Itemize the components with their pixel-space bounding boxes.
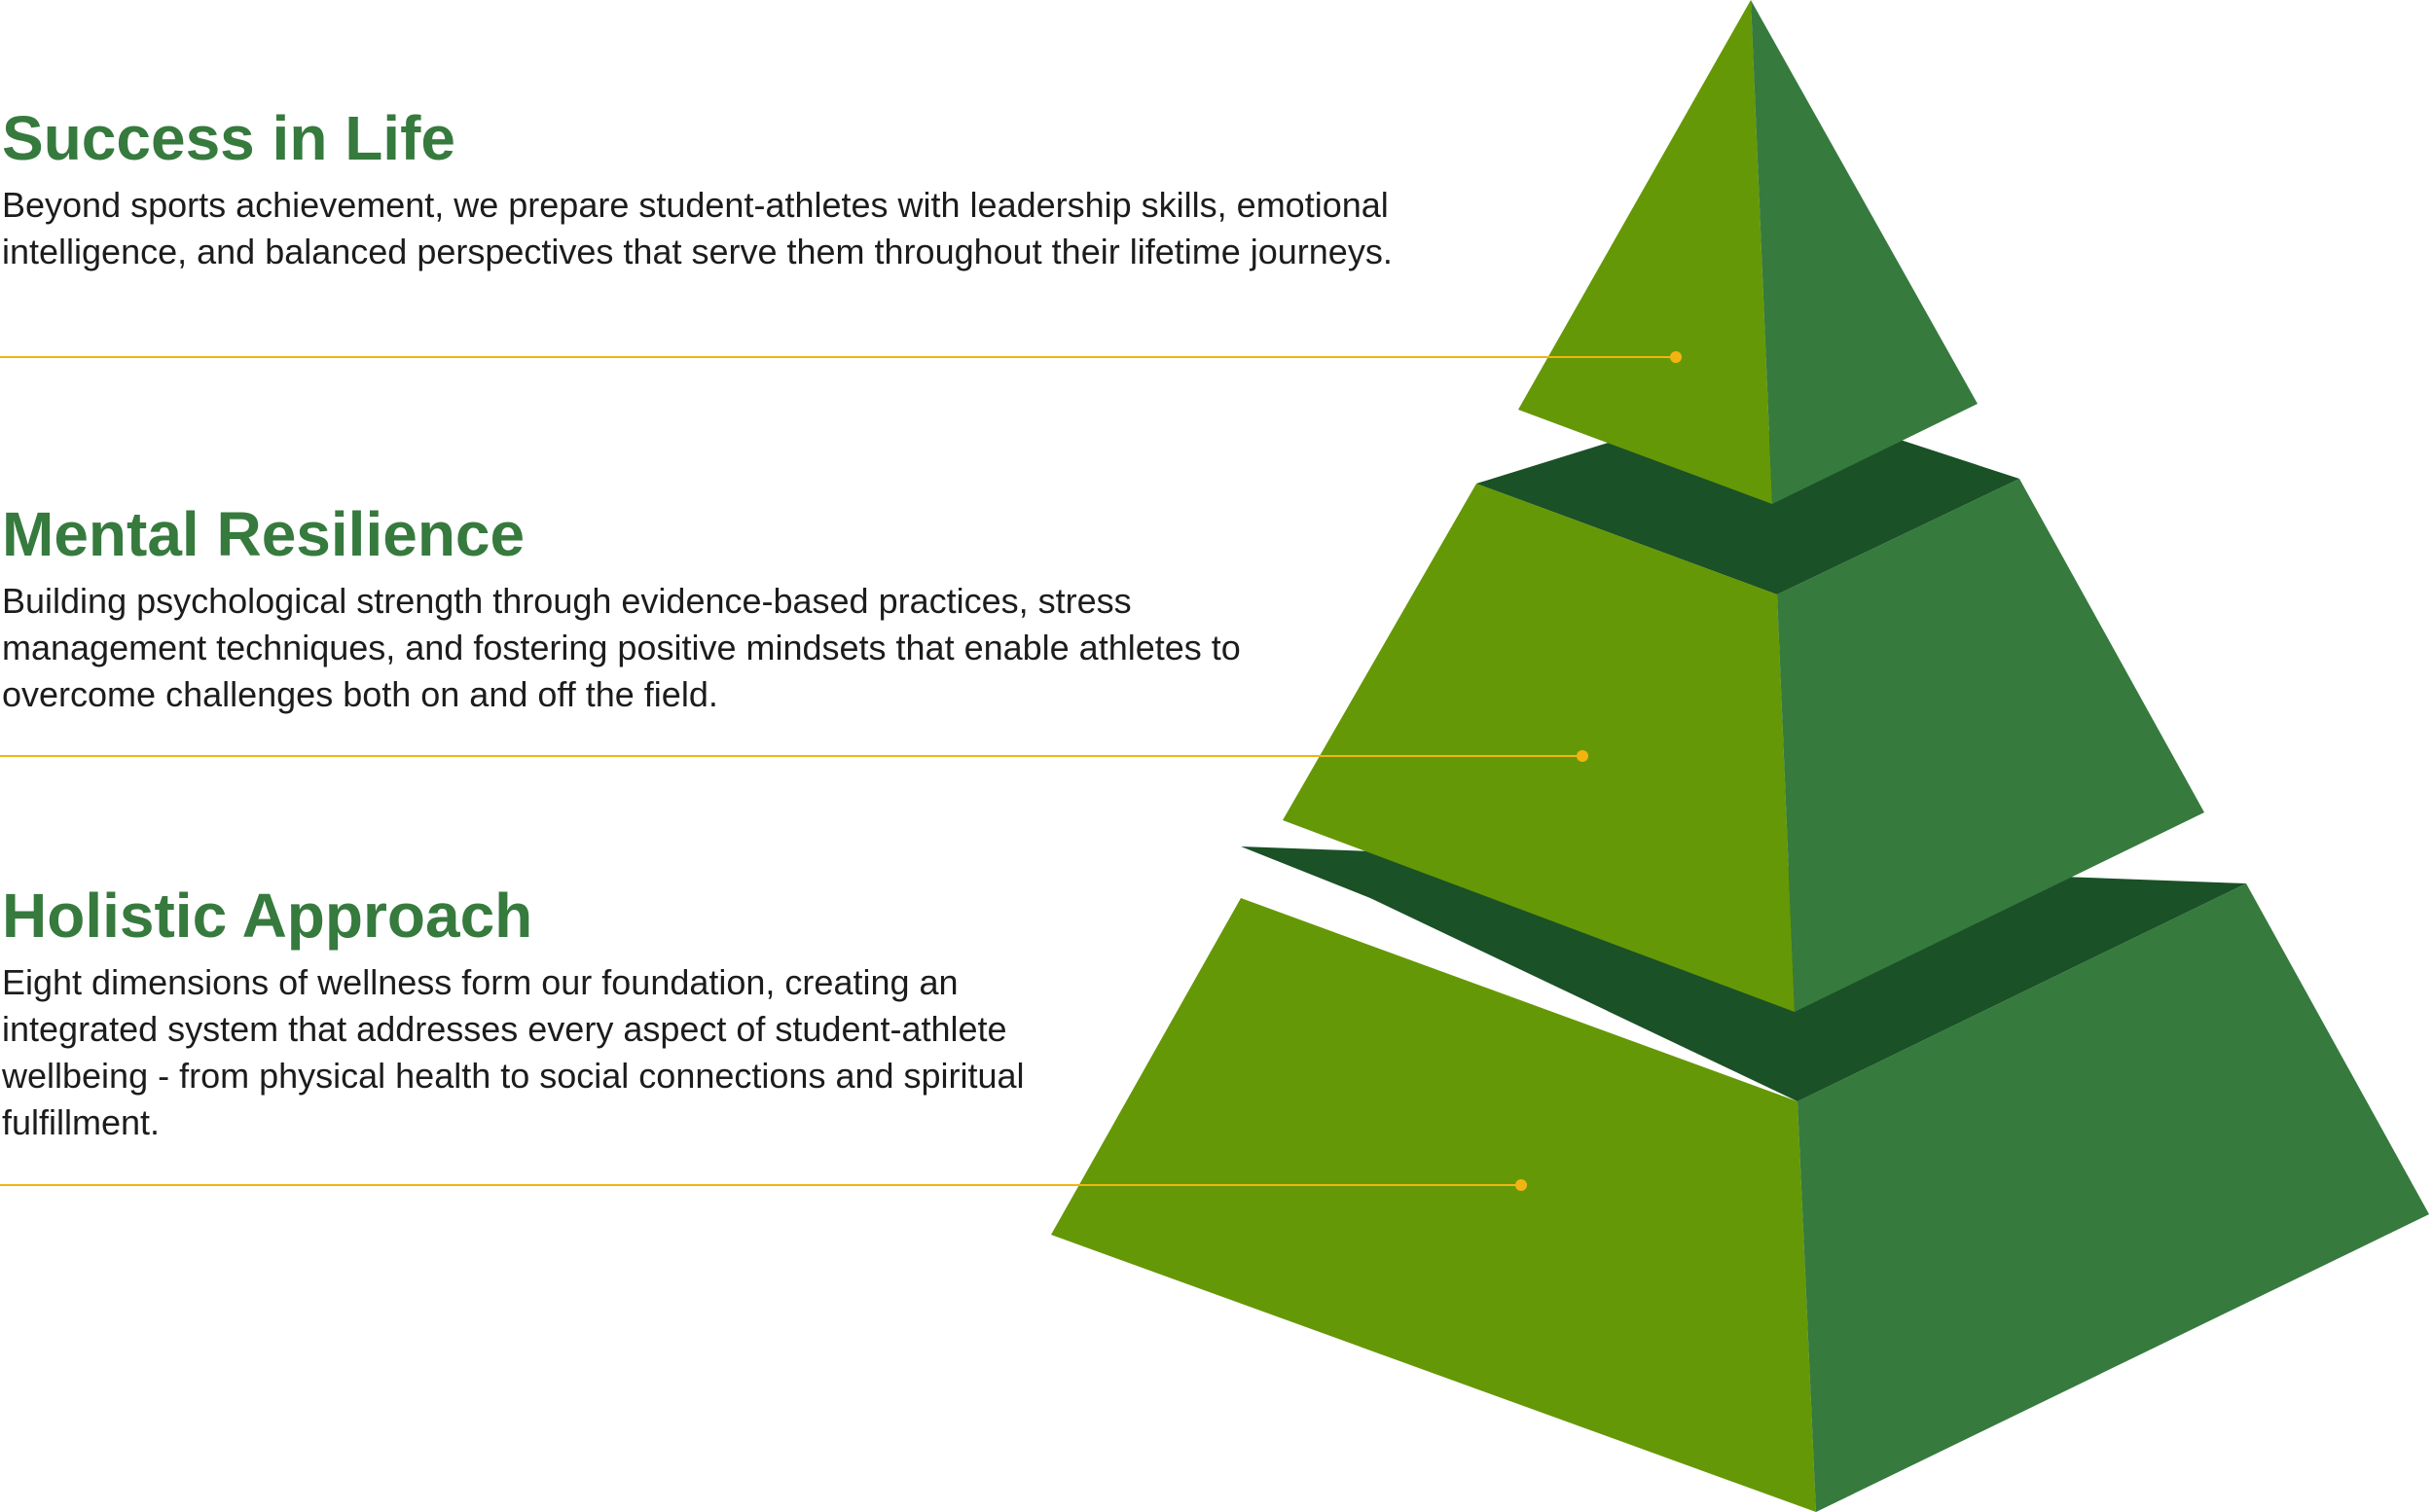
tier-middle-right-face <box>1777 479 2204 1012</box>
connector-middle <box>0 750 1588 762</box>
tier-middle-ledge <box>1476 430 2019 594</box>
tier-text-bottom: Holistic Approach Eight dimensions of we… <box>2 878 1043 1146</box>
connector-bottom <box>0 1179 1527 1191</box>
connector-dot-top <box>1670 351 1682 363</box>
tier-description-bottom: Eight dimensions of wellness form our fo… <box>2 962 1025 1142</box>
connector-top <box>0 351 1682 363</box>
tier-text-top: Success in Life Beyond sports achievemen… <box>2 100 1462 275</box>
pyramid-tier-top <box>1518 0 1978 504</box>
tier-middle-left-face <box>1283 484 1795 1012</box>
tier-title-bottom: Holistic Approach <box>2 881 533 951</box>
tier-title-middle: Mental Resilience <box>2 499 526 569</box>
tier-description-top: Beyond sports achievement, we prepare st… <box>2 185 1393 271</box>
connector-dot-middle <box>1577 750 1588 762</box>
tier-bottom-left-face <box>1051 898 1816 1512</box>
tier-bottom-right-face <box>1798 883 2429 1512</box>
tier-description-middle: Building psychological strength through … <box>2 581 1241 714</box>
tier-top-right-face <box>1751 0 1978 504</box>
pyramid-tier-middle <box>1283 430 2204 1012</box>
connector-dot-bottom <box>1515 1179 1527 1191</box>
tier-text-middle: Mental Resilience Building psychological… <box>2 496 1287 718</box>
tier-top-left-face <box>1518 0 1772 504</box>
tier-title-top: Success in Life <box>2 103 455 173</box>
